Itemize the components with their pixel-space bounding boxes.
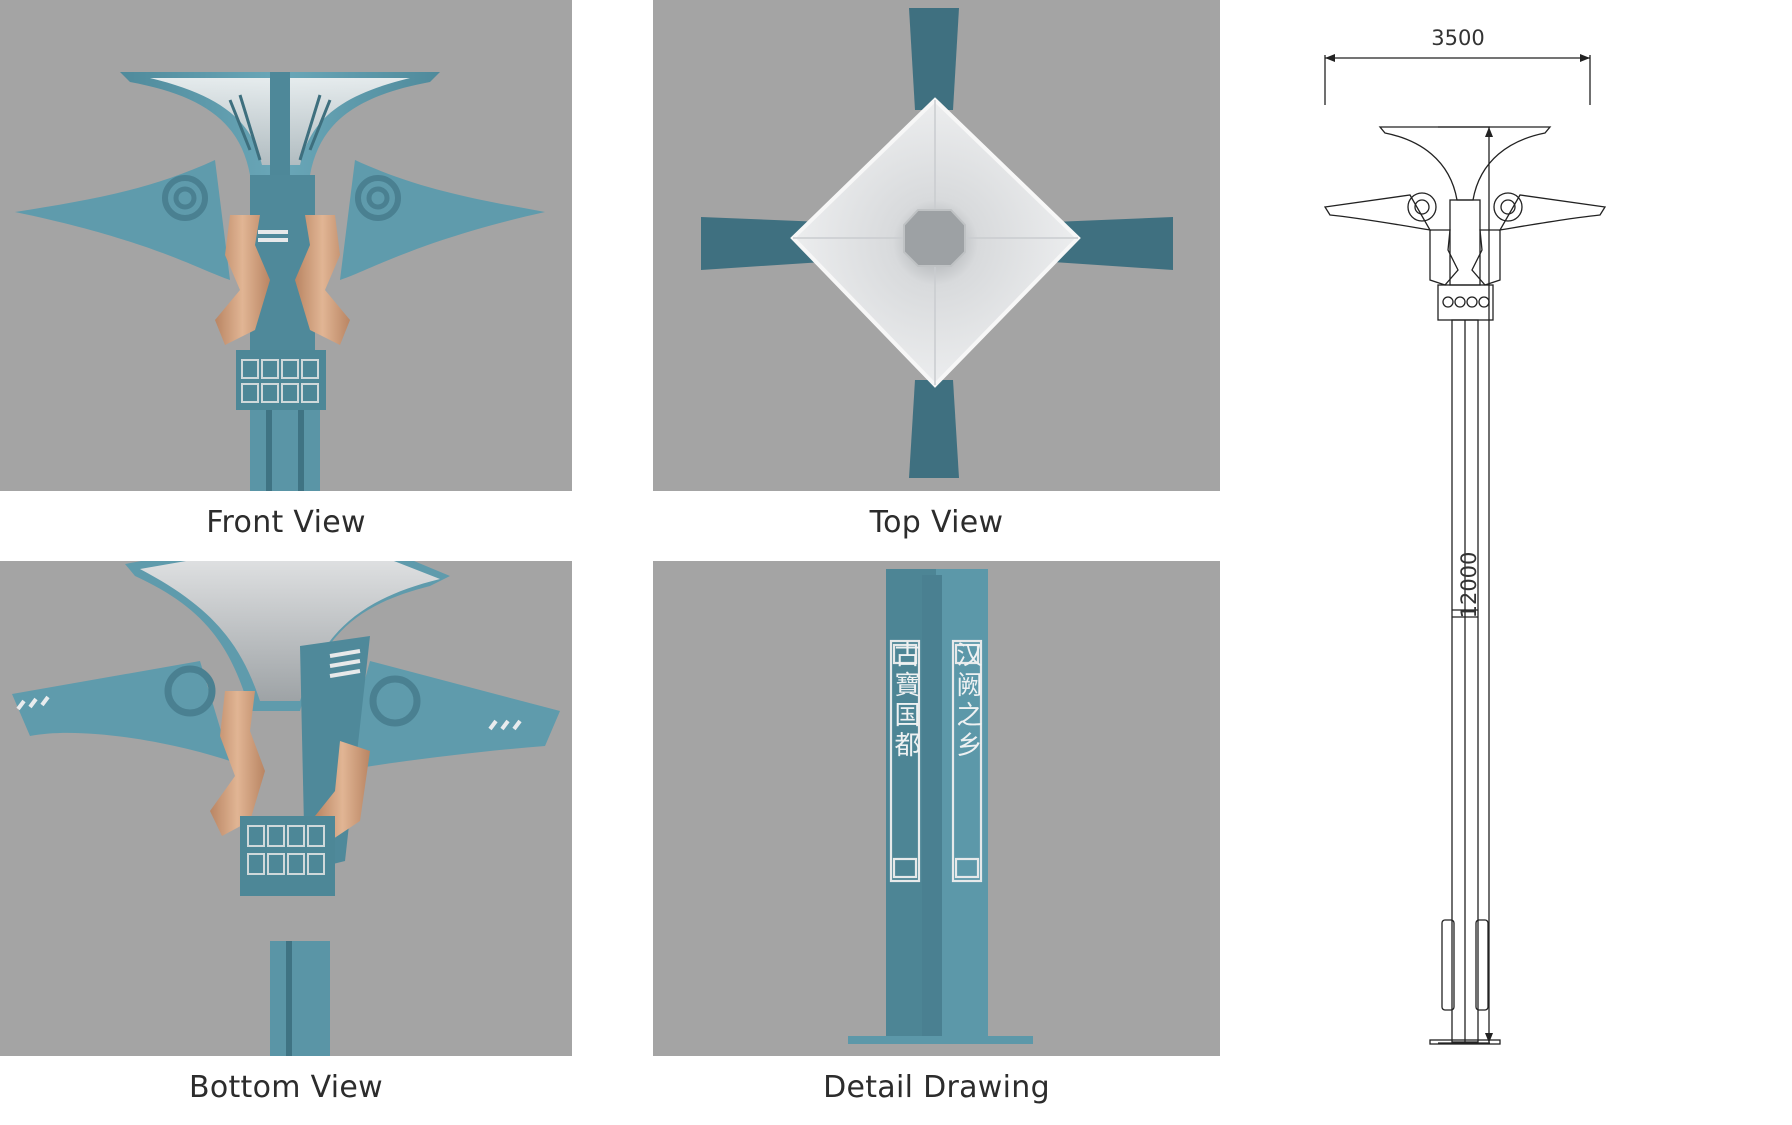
detail-drawing-caption: Detail Drawing	[823, 1070, 1050, 1105]
bottom-view-image	[12, 561, 560, 1056]
detail-inscription-left: 古寶国都	[890, 641, 920, 761]
front-view-image	[15, 72, 545, 491]
detail-drawing-image: 古寶国都 汉阙之乡	[848, 569, 1033, 1044]
width-dimension-label: 3500	[1431, 26, 1484, 50]
elevation-line-drawing: 3500 12000	[1323, 26, 1607, 1045]
top-view-render	[653, 0, 1220, 491]
bottom-view-render	[0, 561, 572, 1056]
front-view-caption: Front View	[206, 505, 366, 540]
detail-drawing-render: 古寶国都 汉阙之乡	[653, 561, 1220, 1056]
technical-elevation-drawing: 3500 12000	[1290, 0, 1790, 1120]
top-view-caption: Top View	[869, 505, 1004, 540]
detail-inscription-right: 汉阙之乡	[952, 641, 982, 761]
height-dimension-label: 12000	[1457, 552, 1481, 619]
bottom-view-caption: Bottom View	[188, 1070, 384, 1105]
top-view-image	[701, 8, 1173, 478]
front-view-render	[0, 0, 572, 491]
